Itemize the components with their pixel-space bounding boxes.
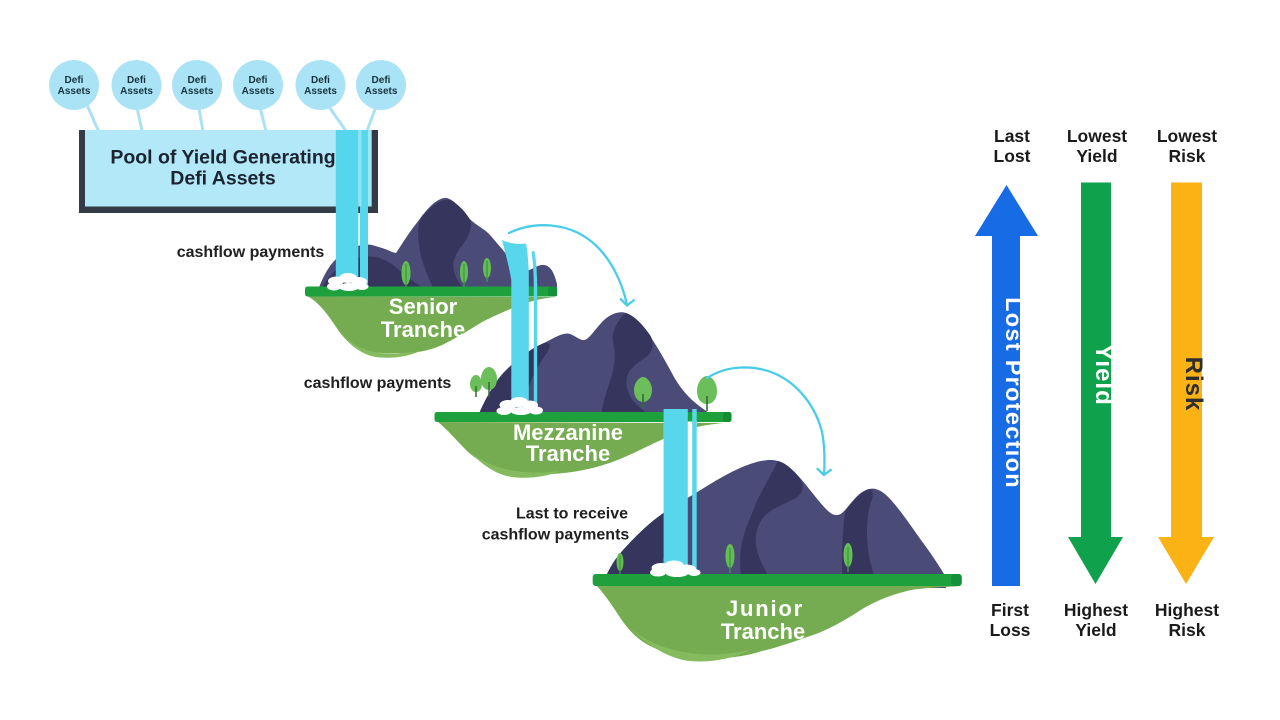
svg-text:Risk: Risk bbox=[1169, 146, 1206, 166]
svg-text:Tranche: Tranche bbox=[721, 619, 805, 644]
svg-text:First: First bbox=[991, 600, 1029, 620]
svg-text:cashflow payments: cashflow payments bbox=[304, 375, 452, 392]
svg-text:Pool of Yield Generating: Pool of Yield Generating bbox=[110, 147, 335, 169]
svg-text:Last to receive: Last to receive bbox=[516, 506, 628, 523]
svg-text:Assets: Assets bbox=[181, 86, 214, 97]
svg-text:Tranche: Tranche bbox=[526, 441, 610, 466]
svg-text:Lowest: Lowest bbox=[1067, 126, 1127, 146]
svg-text:Yield: Yield bbox=[1090, 344, 1117, 405]
svg-text:Highest: Highest bbox=[1064, 600, 1128, 620]
svg-text:Defi: Defi bbox=[127, 75, 146, 86]
svg-text:Tranche: Tranche bbox=[381, 317, 465, 342]
svg-text:Assets: Assets bbox=[120, 86, 153, 97]
svg-text:Lost: Lost bbox=[994, 146, 1031, 166]
svg-text:Last: Last bbox=[994, 126, 1030, 146]
svg-text:Loss: Loss bbox=[990, 620, 1031, 640]
svg-text:Defi Assets: Defi Assets bbox=[170, 168, 276, 190]
svg-text:Senior: Senior bbox=[389, 294, 458, 319]
svg-text:Assets: Assets bbox=[304, 86, 337, 97]
svg-text:Defi: Defi bbox=[188, 75, 207, 86]
svg-text:Risk: Risk bbox=[1180, 357, 1207, 412]
svg-text:Yield: Yield bbox=[1075, 620, 1116, 640]
svg-text:Junior: Junior bbox=[726, 596, 804, 621]
svg-text:Defi: Defi bbox=[65, 75, 84, 86]
svg-text:Assets: Assets bbox=[365, 86, 398, 97]
svg-text:Lost Protection: Lost Protection bbox=[1001, 297, 1027, 489]
svg-text:cashflow payments: cashflow payments bbox=[177, 244, 325, 261]
svg-text:Risk: Risk bbox=[1169, 620, 1206, 640]
svg-text:Highest: Highest bbox=[1155, 600, 1219, 620]
svg-text:Defi: Defi bbox=[372, 75, 391, 86]
svg-text:cashflow payments: cashflow payments bbox=[482, 527, 630, 544]
svg-text:Yield: Yield bbox=[1076, 146, 1117, 166]
svg-text:Defi: Defi bbox=[311, 75, 330, 86]
svg-text:Assets: Assets bbox=[58, 86, 91, 97]
svg-text:Defi: Defi bbox=[249, 75, 268, 86]
svg-text:Lowest: Lowest bbox=[1157, 126, 1217, 146]
svg-text:Mezzanine: Mezzanine bbox=[513, 420, 623, 445]
svg-text:Assets: Assets bbox=[242, 86, 275, 97]
